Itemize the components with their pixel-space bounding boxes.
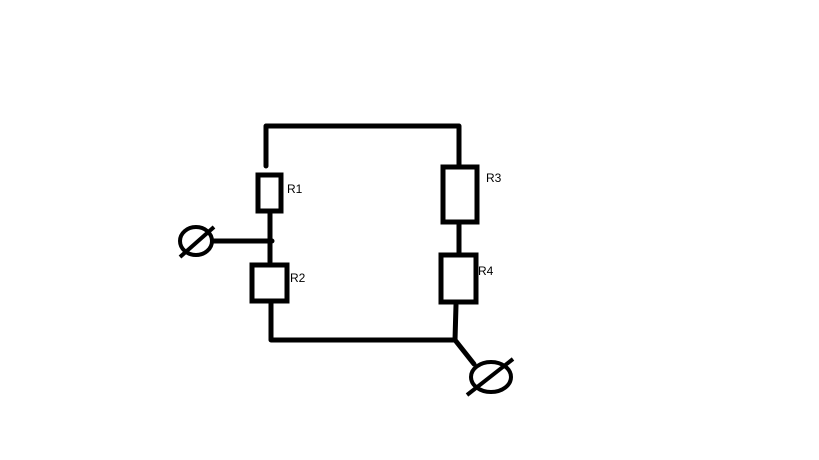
wire-r4-to-terminal: [452, 302, 477, 367]
resistor-r4-label: R4: [478, 264, 494, 278]
terminal-left-icon: [178, 225, 216, 259]
resistor-r1: R1: [255, 172, 303, 214]
terminal-right-icon: [465, 357, 515, 397]
resistor-r2: R2: [249, 262, 306, 304]
wire-bottom: [268, 297, 458, 343]
resistor-r4: R4: [438, 252, 494, 305]
resistor-r4-body: [438, 252, 479, 305]
resistor-r2-label: R2: [290, 271, 306, 285]
wire-top: [263, 123, 462, 169]
wires: [211, 123, 477, 367]
resistor-r1-body: [255, 172, 284, 214]
resistor-r2-body: [249, 262, 290, 304]
resistor-r3-label: R3: [486, 171, 502, 185]
resistor-r1-label: R1: [287, 182, 303, 196]
resistor-r3-body: [440, 164, 480, 225]
resistor-r3: R3: [440, 164, 502, 225]
